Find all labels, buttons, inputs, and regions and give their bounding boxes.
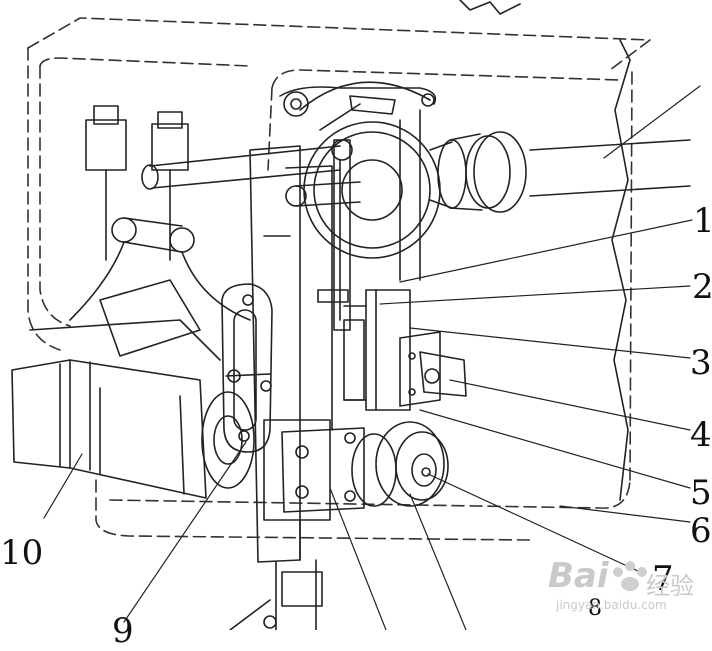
callout-5: 5 (690, 473, 712, 513)
vertical-frame (249, 145, 333, 563)
watermark-brand-text: Bai (548, 556, 609, 596)
stepper-motor (11, 319, 255, 499)
pulley-wheel (351, 421, 449, 507)
leader-lines (43, 85, 701, 631)
linkage-arm (69, 217, 251, 357)
mechanism-drawing (11, 0, 701, 631)
top-lever (279, 86, 437, 131)
side-bracket (399, 331, 467, 407)
callout-9: 9 (112, 611, 134, 651)
watermark-url: jingyan.baidu.com (556, 598, 667, 612)
needle-bar (229, 559, 323, 631)
lower-plate (281, 427, 365, 513)
callout-7: 7 (652, 559, 674, 599)
main-shaft (429, 131, 691, 213)
callout-8: 8 (588, 596, 602, 621)
vertical-link (317, 139, 353, 331)
break-line (611, 39, 631, 501)
connector-blocks (85, 105, 189, 261)
callout-10: 10 (0, 533, 44, 573)
slide-block (343, 289, 411, 411)
slotted-plate (221, 283, 273, 453)
callout-6: 6 (690, 511, 712, 551)
paw-icon (613, 561, 647, 591)
housing-outline (27, 17, 651, 541)
top-break (459, 0, 521, 15)
watermark-brand-tail: 经验 (646, 572, 694, 600)
callout-1: 1 (693, 201, 712, 241)
callout-4: 4 (690, 415, 712, 455)
watermark-brand: Bai (548, 556, 609, 596)
cam-disc (299, 81, 441, 281)
callout-2: 2 (692, 267, 712, 307)
callout-3: 3 (690, 343, 712, 383)
